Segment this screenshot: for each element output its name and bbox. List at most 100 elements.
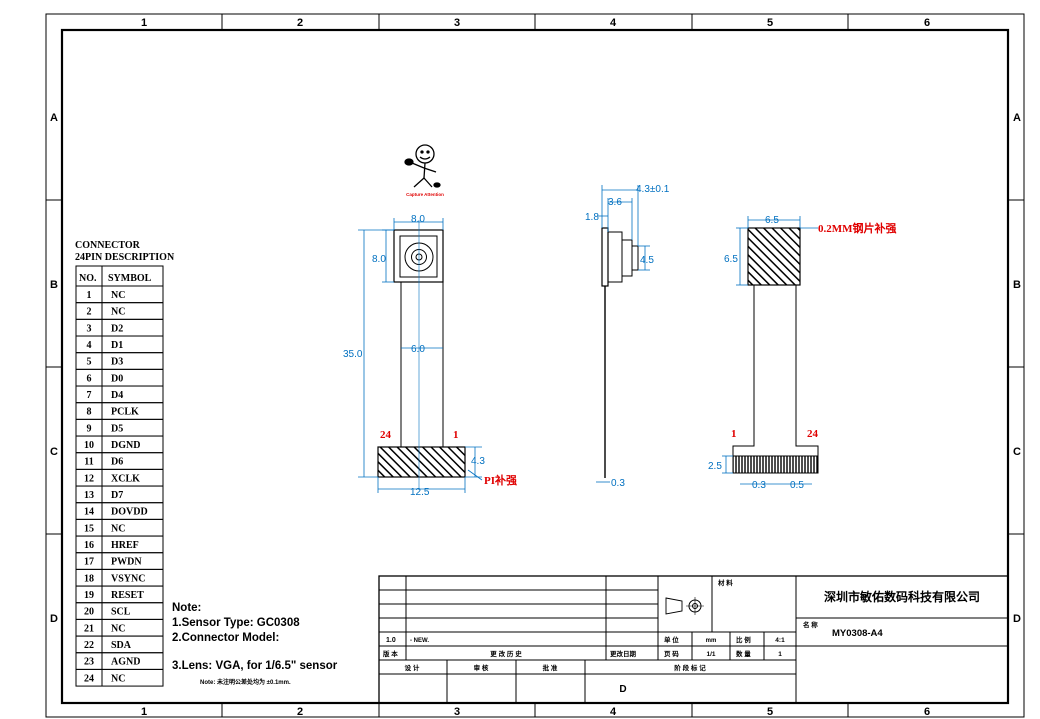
sensor-housing — [393, 229, 444, 283]
back-view — [722, 216, 819, 485]
revision-description: - NEW. — [410, 638, 429, 644]
stage-value: D — [619, 684, 626, 695]
pin-number: 23 — [84, 657, 94, 668]
notes: Note: 1.Sensor Type: GC0308 2.Connector … — [172, 602, 338, 686]
stick-figure-logo — [404, 144, 441, 188]
col-label-5-bottom: 5 — [767, 706, 773, 718]
connector-table: CONNECTOR 24PIN DESCRIPTION NO. SYMBOL 1… — [75, 240, 175, 687]
pin-symbol: NC — [111, 523, 125, 534]
pin-symbol: D1 — [111, 340, 123, 351]
part-number: MY0308-A4 — [832, 628, 883, 639]
connector-title: CONNECTOR — [75, 240, 141, 251]
dim-back-pitch: 0.3 — [752, 480, 766, 491]
title-block — [378, 575, 1009, 704]
pi-stiffener-label: PI补强 — [484, 473, 517, 487]
dim-side-body: 3.6 — [608, 197, 622, 208]
front-view — [358, 218, 483, 493]
side-view — [596, 185, 650, 483]
dim-total-length: 35.0 — [343, 349, 363, 360]
material-label: 材 料 — [717, 578, 733, 587]
col-label-2: 2 — [297, 17, 303, 29]
pin-number: 5 — [87, 357, 92, 368]
note-lens: 3.Lens: VGA, for 1/6.5" sensor — [172, 660, 338, 672]
row-label-B: B — [50, 279, 58, 291]
pin-number: 12 — [84, 473, 94, 484]
page-value: 1/1 — [706, 651, 715, 658]
col-label-5: 5 — [767, 17, 773, 29]
dim-side-total: 4.3±0.1 — [636, 184, 670, 195]
pin-number: 16 — [84, 540, 94, 551]
pin-symbol: D2 — [111, 323, 123, 334]
row-label-C-right: C — [1013, 446, 1021, 458]
grid-labels: 1 2 3 4 5 6 1 2 3 4 5 6 A B C D A B C D — [50, 17, 1021, 718]
pin-symbol: D4 — [111, 390, 123, 401]
pin-symbol: PWDN — [111, 557, 142, 568]
dim-front-height: 8.0 — [372, 254, 386, 265]
row-label-C: C — [50, 446, 58, 458]
pin-number: 3 — [87, 323, 92, 334]
front-pin-24: 24 — [380, 429, 392, 441]
pin-number: 10 — [84, 440, 94, 451]
revision-number: 1.0 — [386, 637, 396, 644]
connector-subtitle: 24PIN DESCRIPTION — [75, 252, 175, 263]
pin-number: 14 — [84, 507, 94, 518]
quantity-value: 1 — [778, 651, 782, 658]
change-date-label: 更改日期 — [610, 649, 637, 658]
dim-side-base: 1.8 — [585, 212, 599, 223]
name-label: 名 称 — [803, 620, 818, 629]
design-label: 设 计 — [405, 663, 420, 672]
logo-caption: Capture Attention — [406, 192, 444, 197]
note-sensor: 1.Sensor Type: GC0308 — [172, 617, 300, 629]
pin-symbol: PCLK — [111, 407, 139, 418]
col-label-4: 4 — [610, 17, 617, 29]
pin-number: 17 — [84, 557, 94, 568]
row-label-A: A — [50, 112, 58, 124]
pin-number: 19 — [84, 590, 94, 601]
back-pin-1: 1 — [731, 428, 737, 440]
col-label-3: 3 — [454, 17, 460, 29]
row-label-D-right: D — [1013, 613, 1021, 625]
col-label-6: 6 — [924, 17, 930, 29]
page-label: 页 码 — [664, 650, 679, 658]
pin-symbol: NC — [111, 307, 125, 318]
pin-symbol: D3 — [111, 357, 123, 368]
side-view-dims: 4.3±0.1 3.6 1.8 4.5 0.3 — [585, 184, 670, 489]
pin-symbol: D5 — [111, 423, 123, 434]
col-label-1: 1 — [141, 17, 147, 29]
pin-symbol: SDA — [111, 640, 132, 651]
pin-symbol: XCLK — [111, 473, 140, 484]
row-label-D: D — [50, 613, 58, 625]
pin-symbol: RESET — [111, 590, 144, 601]
pin-number: 1 — [87, 290, 92, 301]
pin-symbol: DGND — [111, 440, 140, 451]
pin-number: 18 — [84, 573, 94, 584]
title-block-text: 材 料 深圳市敏佑数码科技有限公司 名 称 MY0308-A4 1.0 - NE… — [382, 578, 980, 695]
quantity-label: 数 量 — [736, 649, 751, 658]
notes-title: Note: — [172, 602, 201, 614]
dim-pad-height: 4.3 — [471, 456, 485, 467]
pin-symbol: NC — [111, 290, 125, 301]
pin-number: 11 — [84, 457, 93, 468]
pin-number: 24 — [84, 673, 94, 684]
col-label-2-bottom: 2 — [297, 706, 303, 718]
version-label: 版 本 — [382, 649, 398, 658]
pin-symbol: D6 — [111, 457, 123, 468]
pin-symbol: D7 — [111, 490, 123, 501]
row-label-A-right: A — [1013, 112, 1021, 124]
unit-label: 单 位 — [664, 635, 679, 644]
pin-number: 21 — [84, 623, 94, 634]
dim-front-width: 8.0 — [411, 214, 425, 225]
dim-back-width: 6.5 — [765, 215, 779, 226]
front-pin-1: 1 — [453, 429, 459, 441]
scale-value: 4:1 — [775, 637, 785, 644]
back-pin-24: 24 — [807, 428, 819, 440]
history-label: 更 改 历 史 — [490, 649, 522, 658]
dim-pad-width: 12.5 — [410, 487, 430, 498]
col-label-3-bottom: 3 — [454, 706, 460, 718]
row-label-B-right: B — [1013, 279, 1021, 291]
note-connector: 2.Connector Model: — [172, 632, 279, 644]
pin-number: 2 — [87, 307, 92, 318]
dim-back-height: 6.5 — [724, 254, 738, 265]
